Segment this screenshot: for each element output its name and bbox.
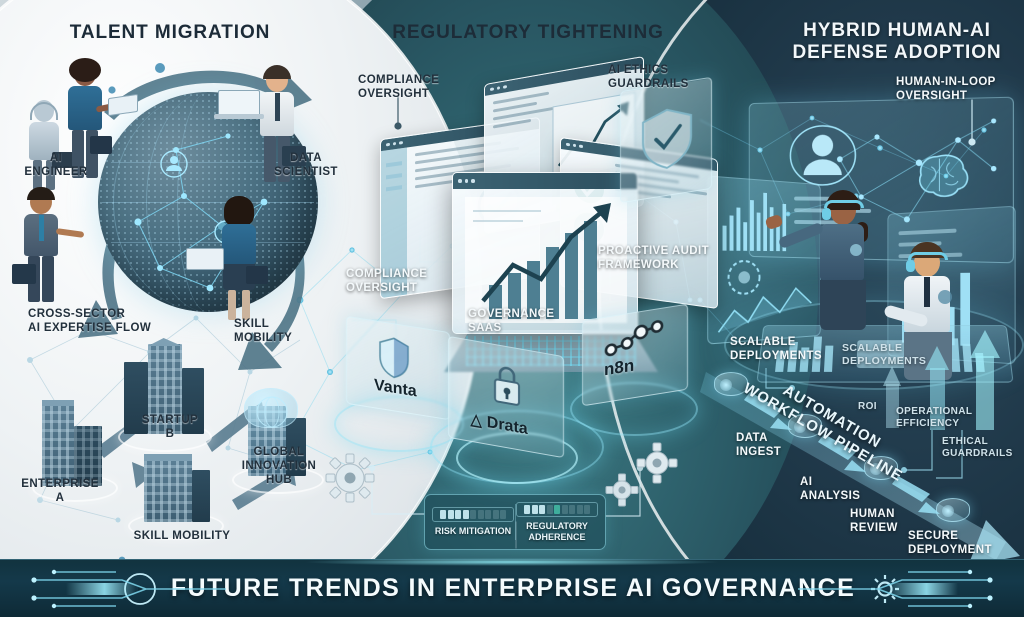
meter-regulatory-segments bbox=[516, 502, 598, 517]
label-stage-ai-analysis: AI ANALYSIS bbox=[800, 476, 878, 504]
label-data-scientist: DATA SCIENTIST bbox=[258, 152, 354, 180]
label-stage-data-ingest: DATA INGEST bbox=[736, 432, 808, 460]
label-startup-b: STARTUP B bbox=[122, 414, 218, 442]
person-woman-analyst bbox=[214, 200, 274, 322]
panel-title-talent-migration: TALENT MIGRATION bbox=[30, 22, 310, 44]
label-proactive-audit-framework: PROACTIVE AUDIT FRAMEWORK bbox=[598, 245, 734, 273]
card-vendor-drata[interactable] bbox=[448, 336, 564, 458]
label-ethical-guardrails: ETHICAL GUARDRAILS bbox=[942, 436, 1024, 460]
label-ai-ethics-guardrails: AI ETHICS GUARDRAILS bbox=[608, 64, 726, 92]
meter-risk-label: RISK MITIGATION bbox=[432, 526, 514, 536]
card-vendor-vanta[interactable] bbox=[346, 316, 450, 420]
label-compliance-oversight-lower: COMPLIANCE OVERSIGHT bbox=[346, 268, 466, 296]
gear-icon-left bbox=[322, 450, 378, 506]
card-vendor-n8n[interactable] bbox=[582, 304, 688, 407]
meter-regulatory-adherence: REGULATORY ADHERENCE bbox=[516, 502, 598, 541]
label-scalable-deployments-right: SCALABLE DEPLOYMENTS bbox=[842, 342, 962, 367]
compliance-meter-panel: RISK MITIGATION REGULATORY ADHERENCE bbox=[424, 494, 606, 550]
label-cross-sector-flow: CROSS-SECTOR AI EXPERTISE FLOW bbox=[28, 308, 188, 336]
label-governance-saas: GOVERNANCE SAAS bbox=[468, 308, 584, 336]
panel-title-hybrid-human-ai-defense: HYBRID HUMAN-AI DEFENSE ADOPTION bbox=[772, 20, 1022, 64]
label-skill-mobility-bottom: SKILL MOBILITY bbox=[112, 530, 252, 544]
label-operational-efficiency: OPERATIONAL EFFICIENCY bbox=[896, 406, 980, 430]
label-stage-secure-deployment: SECURE DEPLOYMENT bbox=[908, 530, 1014, 558]
circuit-decor-left bbox=[26, 560, 266, 617]
label-ai-engineer: AI ENGINEER bbox=[10, 152, 102, 180]
meter-regulatory-label: REGULATORY ADHERENCE bbox=[516, 521, 598, 541]
panel-title-regulatory-tightening: REGULATORY TIGHTENING bbox=[368, 22, 688, 44]
meter-risk-mitigation: RISK MITIGATION bbox=[432, 507, 514, 536]
building-skill-mobility bbox=[134, 450, 220, 534]
label-human-in-loop-oversight: HUMAN-IN-LOOP OVERSIGHT bbox=[896, 76, 1024, 104]
label-roi: ROI bbox=[858, 401, 894, 413]
label-compliance-oversight-top: COMPLIANCE OVERSIGHT bbox=[358, 74, 478, 102]
banner-title: FUTURE TRENDS IN ENTERPRISE AI GOVERNANC… bbox=[171, 574, 855, 603]
meter-risk-segments bbox=[432, 507, 514, 522]
label-skill-mobility-top: SKILL MOBILITY bbox=[234, 318, 324, 346]
label-scalable-deployments-left: SCALABLE DEPLOYMENTS bbox=[730, 336, 850, 364]
circuit-decor-right bbox=[758, 560, 998, 617]
card-shield-badge bbox=[620, 77, 712, 204]
person-man-greeting bbox=[16, 190, 86, 310]
label-enterprise-a: ENTERPRISE A bbox=[10, 478, 110, 506]
gear-icon-right-small bbox=[634, 440, 680, 486]
person-operator-female bbox=[806, 186, 886, 334]
gear-icon-right-tiny bbox=[604, 472, 640, 508]
label-global-innovation-hub: GLOBAL INNOVATION HUB bbox=[232, 446, 326, 487]
bottom-banner: FUTURE TRENDS IN ENTERPRISE AI GOVERNANC… bbox=[0, 559, 1024, 617]
